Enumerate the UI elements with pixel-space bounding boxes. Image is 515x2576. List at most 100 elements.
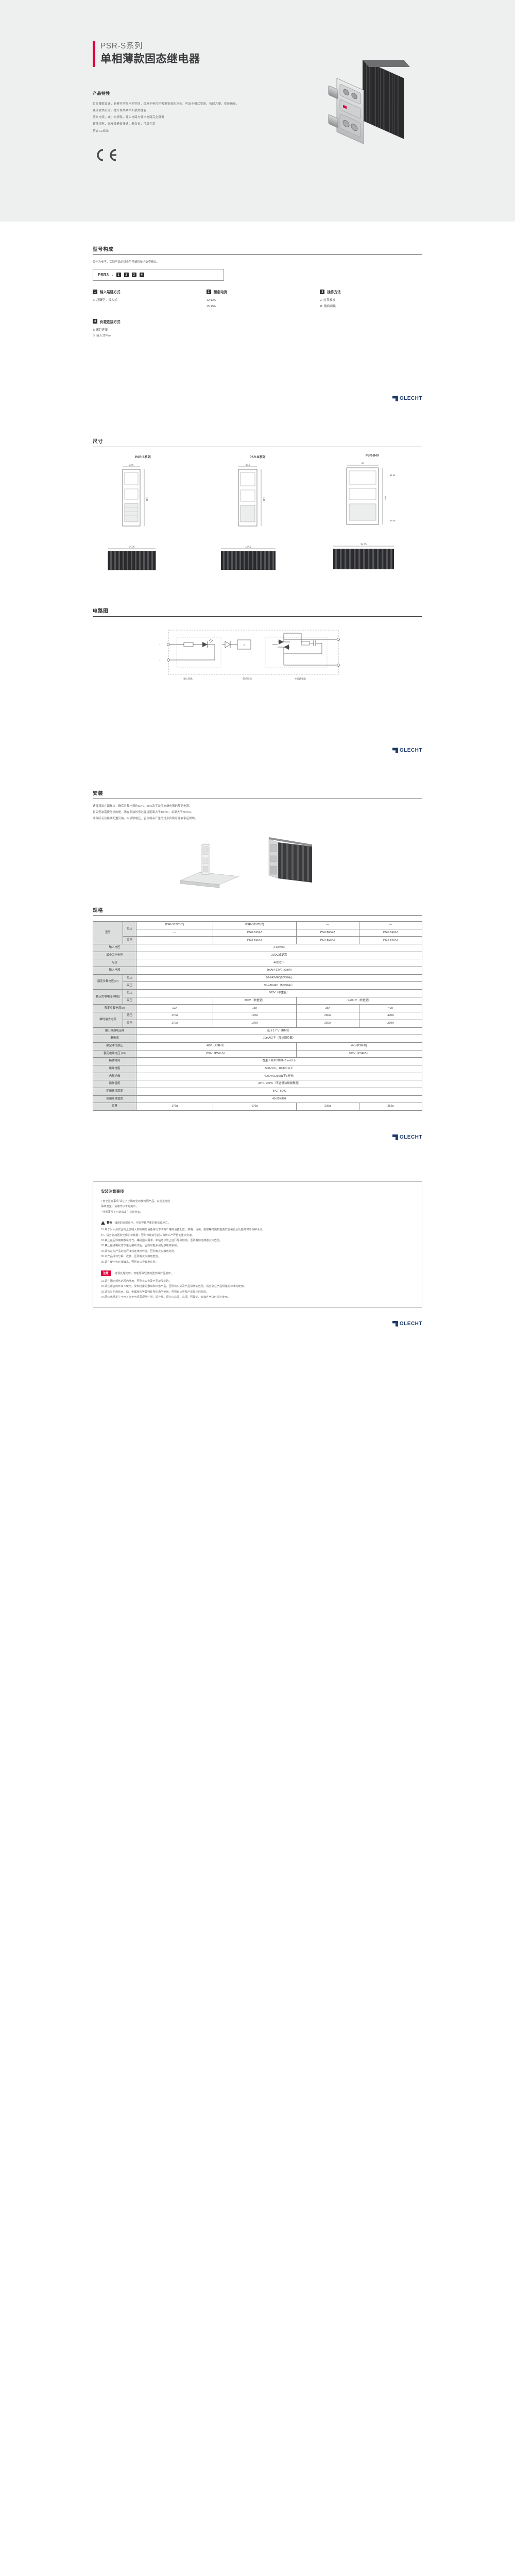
cell: PSR-B254Z bbox=[296, 936, 359, 945]
cell: 260A bbox=[296, 1012, 359, 1020]
section-title-circuit: 电路图 bbox=[93, 607, 422, 617]
feature-item: 符合CE标准 bbox=[93, 129, 109, 133]
svg-text:94.35: 94.35 bbox=[360, 543, 367, 546]
page-title: PSR-S系列 单相薄款固态继电器 bbox=[93, 40, 422, 67]
row-sublabel: 高压 bbox=[123, 996, 136, 1005]
cell: 250V（PSR-S） bbox=[136, 1049, 297, 1058]
chip-option: S: 超薄型，接入式 bbox=[93, 299, 117, 302]
product-photo bbox=[305, 56, 434, 151]
table-row: 额定冲击耐压 4KV（PSR-S） 6KV(PSR-B) bbox=[93, 1042, 423, 1050]
chip-label: 操作方法 bbox=[327, 291, 341, 295]
features-heading: 产品特性 bbox=[93, 91, 110, 96]
model-code-col-4: 4 负载连接方式 T: 螺钉连接 B: 接入式Plus bbox=[93, 319, 195, 340]
warning-items: 01.用于对人身安全的上影响大的机械与设备情况下须有严格的设备配置、供路、组装、… bbox=[101, 1227, 414, 1265]
table-row: 使用环境湿度 45-85%RH bbox=[93, 1095, 422, 1104]
row-label: 额定绝缘电压 (Ui) bbox=[93, 1049, 136, 1058]
table-row: — PSR-B152Z PSR-B252Z PSR-B402Z bbox=[93, 928, 423, 937]
chip-option: T: 螺钉连接 bbox=[93, 328, 108, 332]
table-row: 额定负载电流(A) 12A 15A 25A 40A bbox=[93, 1004, 423, 1013]
cell: 在主工频以2周期<1ms以下 bbox=[136, 1057, 422, 1065]
svg-text:104.5: 104.5 bbox=[245, 546, 251, 548]
row-label: 操作温度 bbox=[93, 1080, 136, 1088]
cell: 170A bbox=[213, 1019, 297, 1028]
row-label: 使用环境温度 bbox=[93, 1087, 136, 1096]
cell: — bbox=[296, 921, 359, 929]
install-figure-rail bbox=[180, 839, 239, 888]
row-sublabel: 低压 bbox=[123, 989, 136, 997]
cell: 4KV（PSR-S） bbox=[136, 1042, 297, 1050]
dimension-item-psr-s: PSR-S系列 22.5 104 bbox=[93, 454, 193, 583]
cell: 176g bbox=[135, 1103, 214, 1111]
section-title-model: 型号构成 bbox=[93, 245, 422, 255]
row-sublabel: 高压 bbox=[123, 1019, 136, 1028]
dimension-drawing-front: 22.5 104 bbox=[238, 464, 265, 527]
install-figure-module bbox=[268, 837, 312, 883]
olecht-logo: OLECHT bbox=[392, 396, 422, 402]
cell: 4KΩ以下 bbox=[136, 959, 422, 968]
warning-item: 时，请务必加强安全保护护装置。否则可能会引起人身伤亡产严重的重大灾害。 bbox=[101, 1233, 195, 1237]
cell: 1,200 V（非重复） bbox=[296, 996, 423, 1005]
model-code-columns-2: 4 负载连接方式 T: 螺钉连接 B: 接入式Plus bbox=[93, 319, 422, 340]
table-row: 额定负载电压(Vr) 低压 90-240VAC(50/60Hz) bbox=[93, 974, 422, 990]
dimension-drawing-front: 45 104 81.45 46.35 bbox=[346, 462, 396, 525]
chip-number: 3 bbox=[320, 289, 325, 294]
olecht-wordmark: OLECHT bbox=[399, 396, 422, 402]
brand-logo-row-1: OLECHT bbox=[93, 396, 422, 402]
cell: 6KV(PSR-B) bbox=[296, 1042, 423, 1050]
chip-option: B: 接入式Plus bbox=[93, 334, 111, 338]
olecht-mark-icon bbox=[392, 1320, 398, 1327]
cell: 4-32VDC bbox=[136, 944, 422, 952]
row-sublabel: 高压 bbox=[123, 981, 136, 990]
row-label: 漏电流 bbox=[93, 1035, 136, 1043]
warning-item: 05.本产品请勿分解、改装，否则有火灾触电危险。 bbox=[101, 1255, 161, 1259]
warning-label: 警告 bbox=[107, 1222, 113, 1225]
row-label: 重量 bbox=[93, 1103, 136, 1111]
cell: 170A bbox=[213, 1012, 297, 1020]
caution-text: 错误处理动作，可能导致轻微的重伤或产品损坏。 bbox=[114, 1272, 174, 1275]
cell: PSR-B402Z bbox=[358, 928, 423, 937]
safety-title: 安装注意事项 bbox=[101, 1189, 124, 1194]
svg-text:Z: Z bbox=[244, 644, 245, 647]
olecht-wordmark: OLECHT bbox=[399, 1320, 422, 1327]
dimension-label: PSR-S系列 bbox=[135, 456, 151, 460]
caution-item: 03.请勿在附着有水、油、金属粉末等异物处所的场所使用。否则有火灾及产品损坏的危… bbox=[101, 1290, 209, 1294]
cell: -5°C - 60°C bbox=[136, 1087, 422, 1096]
section-title-install: 安装 bbox=[93, 789, 422, 800]
olecht-wordmark: OLECHT bbox=[399, 748, 422, 754]
chip-label: 负载连接方式 bbox=[100, 320, 121, 324]
chip-label: 输入端链方式 bbox=[100, 291, 121, 295]
model-code-col-2: 2 额定电流 12:12A 15:15A bbox=[206, 289, 309, 310]
olecht-logo: OLECHT bbox=[392, 1134, 422, 1140]
model-code-columns: 1 输入端链方式 S: 超薄型，接入式 2 额定电流 12:12A 15:15A bbox=[93, 289, 422, 310]
table-row: 输入电压 4-32VDC bbox=[93, 944, 422, 952]
installation-section: 安装 请直接装在面板上，确保负载电流的50%、55%及平装固态继电器的额定电流。… bbox=[93, 789, 422, 893]
svg-text:45: 45 bbox=[361, 462, 364, 465]
svg-text:输入回路: 输入回路 bbox=[183, 677, 193, 681]
row-label: 型号 bbox=[93, 921, 123, 945]
dimension-drawing-front: 22.5 104 bbox=[122, 464, 148, 527]
safety-box: 安装注意事项 • 安全注意事项 请在了正确安全的使用而产品，以防止危险 事故发生… bbox=[93, 1181, 422, 1308]
install-text: 请直接装在面板上，确保负载电流的50%、55%及平装固态继电器的额定电流。 有关… bbox=[93, 804, 422, 822]
feature-item: 百台薄款设计，能够节约配电柜空间，适用于电控柜密集安装的场合，可选卡槽式安装，拆… bbox=[93, 103, 239, 106]
cell: 90-480VAC（50/60Hz） bbox=[136, 981, 422, 990]
cell: 230g bbox=[296, 1103, 359, 1111]
row-label: 额定负载电压(Vr) bbox=[93, 974, 123, 990]
table-row: 内部绝缘 4000VAC(60Hz下1分钟) bbox=[93, 1072, 422, 1081]
cell: — bbox=[358, 921, 423, 929]
table-row: 额定负载电压(峰值) 低压 600V（非重复） bbox=[93, 989, 422, 1005]
cell: 12A bbox=[135, 1004, 214, 1013]
table-row: 输入电流 8mA(4-32V：±2mA) bbox=[93, 967, 422, 975]
caution-header: 注意 错误处理动作，可能导致轻微的重伤或产品损坏。 bbox=[101, 1270, 414, 1276]
cell: PSR-B252Z bbox=[296, 928, 359, 937]
circuit-section: 电路图 + − bbox=[93, 607, 422, 691]
install-paragraph: 有关安装需要考虑的是，请在安装时务必保证距离大于10mm，如果大于30mm。 bbox=[93, 811, 194, 814]
svg-text:22.5: 22.5 bbox=[129, 464, 134, 466]
section-title-spec: 规格 bbox=[93, 906, 422, 917]
svg-text:−: − bbox=[159, 659, 161, 662]
cell: 25A bbox=[296, 1004, 359, 1013]
warning-item: 03.禁止在通电状态下进行接线作业。否则可能会引起触电或事故。 bbox=[101, 1244, 180, 1248]
product-name: 单相薄款固态继电器 bbox=[100, 53, 200, 65]
caution-item: 04.固体电量发生于开关在于电机事项部件所，请存放。请勿在高温、高湿、强震动、腐… bbox=[101, 1296, 231, 1299]
row-label: 阻抗 bbox=[93, 959, 136, 968]
warning-text: 错误的处理动作，可能导致严重的重伤或死亡。 bbox=[114, 1221, 171, 1225]
